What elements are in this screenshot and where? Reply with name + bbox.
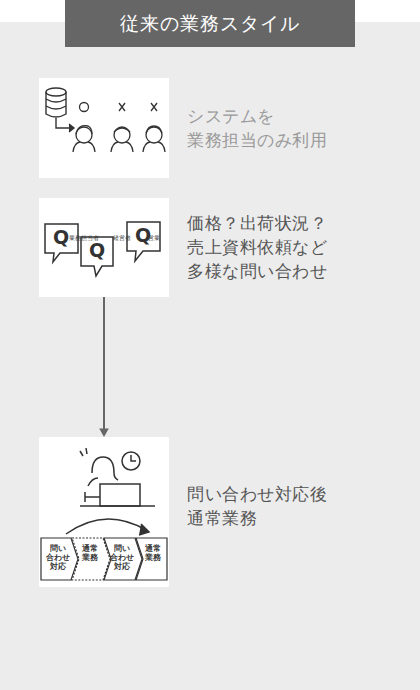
speech-bubbles: [45, 222, 160, 276]
task-label: 通常 業務: [140, 544, 166, 562]
busy-person-icon: [66, 448, 155, 535]
icon-box: QQQ価格？出荷状況？ 売上資料依頼など 多様な問い合わせ: [39, 198, 169, 297]
description: システムを 業務担当のみ利用: [187, 104, 357, 152]
description: 価格？出荷状況？ 売上資料依頼など 多様な問い合わせ: [187, 211, 357, 283]
task-label: 問い 合わせ 対応: [109, 544, 135, 571]
person-icons: [73, 103, 165, 153]
task-label: 問い 合わせ 対応: [45, 544, 71, 571]
question-mark: Q: [51, 227, 71, 247]
question-mark: Q: [87, 240, 107, 260]
person-label: 経営者: [105, 235, 139, 242]
icon-box: 問い 合わせ 対応通常 業務問い 合わせ 対応通常 業務問い合わせ対応後 通常業…: [39, 437, 169, 587]
flow-arrow: [99, 297, 109, 437]
database-icon: [46, 88, 74, 132]
icon-box: [39, 198, 169, 297]
icon-box: 業務担当者経営者営業システムを 業務担当のみ利用: [39, 78, 169, 178]
description: 問い合わせ対応後 通常業務: [187, 482, 357, 530]
title-bar: 従来の業務スタイル: [65, 0, 355, 47]
icon-box: [39, 437, 169, 587]
icon-box: [39, 78, 169, 178]
question-mark: Q: [133, 225, 153, 245]
title: 従来の業務スタイル: [120, 11, 300, 37]
task-label: 通常 業務: [77, 544, 103, 562]
task-chevrons: [41, 538, 167, 580]
